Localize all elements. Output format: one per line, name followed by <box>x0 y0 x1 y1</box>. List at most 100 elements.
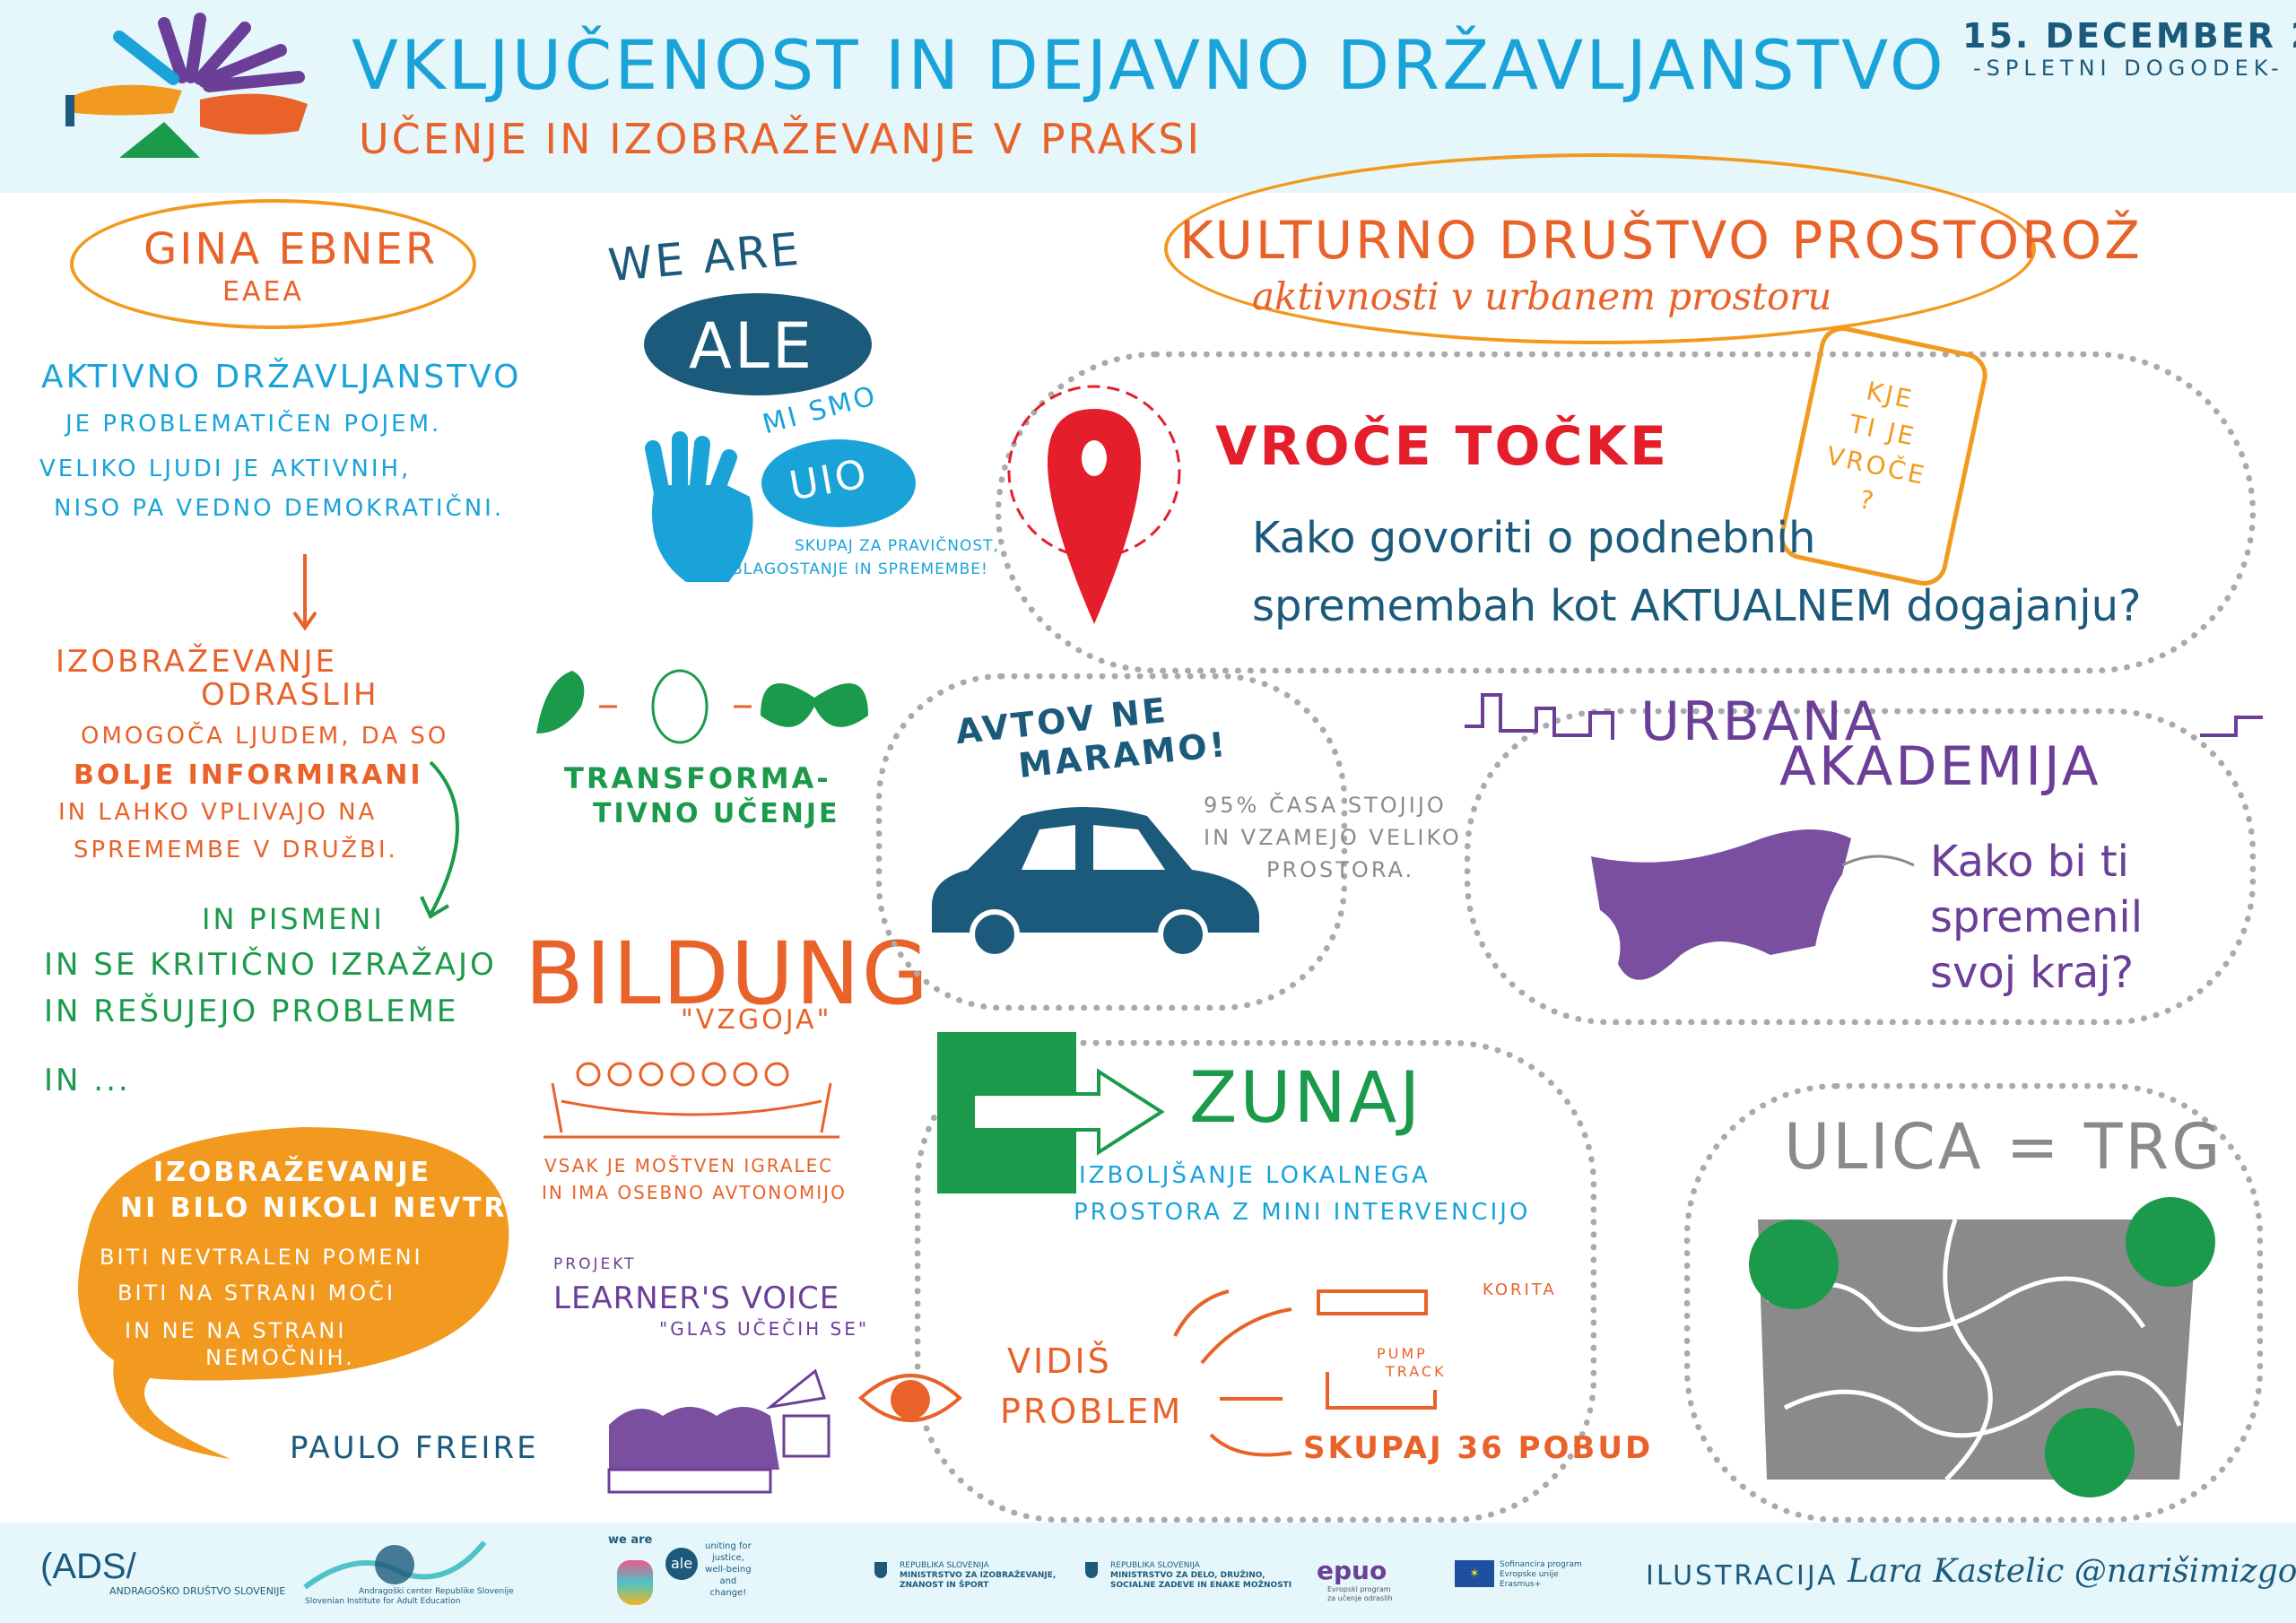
adult-ed-heading: IZOBRAŽEVANJE <box>56 644 337 680</box>
pobude-label: SKUPAJ 36 POBUD <box>1303 1430 1654 1466</box>
slogan-line: SKUPAJ ZA PRAVIČNOST, <box>795 537 999 555</box>
speaker-oval <box>70 199 476 329</box>
quote-author: PAULO FREIRE <box>290 1430 539 1466</box>
header-band <box>0 0 2296 193</box>
team-crowd-icon <box>544 1062 839 1139</box>
illustration-label: ILUSTRACIJA <box>1646 1560 1839 1592</box>
slogan-line: and <box>719 1576 737 1586</box>
hands-logo-icon <box>65 13 308 158</box>
epuo-line: Evropski program <box>1327 1585 1391 1593</box>
caterpillar-butterfly-icon <box>536 669 868 744</box>
slogan-line: uniting for <box>705 1541 752 1551</box>
text-line: IN ... <box>44 1063 131 1098</box>
question-line: svoj kraj? <box>1930 948 2135 998</box>
ale-bubble <box>644 293 872 395</box>
eye-icon <box>858 1374 962 1422</box>
vidis-label: VIDIŠ <box>1007 1341 1112 1381</box>
hot-spots-title: VROČE TOČKE <box>1215 415 1669 478</box>
transformative-label: TRANSFORMA- <box>564 761 831 795</box>
team-text: IN IMA OSEBNO AVTONOMIJO <box>542 1182 847 1203</box>
slogan-line: change! <box>709 1588 747 1598</box>
acs-line: Slovenian Institute for Adult Education <box>305 1597 461 1606</box>
bildung-label: BILDUNG <box>525 924 931 1024</box>
question-line: spremenil <box>1930 892 2144 942</box>
adult-ed-heading-2: ODRASLIH <box>201 677 379 713</box>
skyline-icon <box>1465 693 2263 740</box>
ale-label: ALE <box>689 309 815 383</box>
slogan-line: BLAGOSTANJE IN SPREMEMBE! <box>732 560 988 578</box>
ads-logo: (ADS/ <box>40 1547 136 1586</box>
hand-logo-icon <box>617 1560 653 1605</box>
text-line: BOLJE INFORMIRANI <box>74 759 423 791</box>
learners-crowd-icon <box>607 1368 831 1494</box>
mizs-line: MINISTRSTVO ZA IZOBRAŽEVANJE, <box>900 1571 1057 1580</box>
text-line: JE PROBLEMATIČEN POJEM. <box>65 411 442 438</box>
text-line: OMOGOČA LJUDEM, DA SO <box>81 723 449 750</box>
cloud-ulica <box>1684 1083 2263 1523</box>
zunaj-text: IZBOLJŠANJE LOKALNEGA <box>1079 1162 1431 1189</box>
epuo-line: za učenje odraslih <box>1327 1594 1393 1602</box>
epuo-logo: epuo <box>1317 1556 1387 1585</box>
active-citizenship-heading: AKTIVNO DRŽAVLJANSTVO <box>41 359 522 395</box>
zunaj-text: PROSTORA Z MINI INTERVENCIJO <box>1074 1199 1531 1226</box>
event-date: 15. DECEMBER 2021 <box>1962 16 2296 56</box>
mddsz-line: SOCIALNE ZADEVE IN ENAKE MOŽNOSTI <box>1110 1581 1292 1590</box>
uio-bubble <box>761 439 916 527</box>
arrow-right-icon <box>971 1068 1165 1156</box>
urbana-title-2: AKADEMIJA <box>1779 735 2101 798</box>
curved-arrow-icon <box>420 760 459 919</box>
problem-label: PROBLEM <box>1000 1392 1184 1431</box>
slogan: SKUPAJ ZA PRAVIČNOST, BLAGOSTANJE IN SPRE… <box>732 534 999 581</box>
ads-name: ANDRAGOŠKO DRUŠTVO SLOVENIJE <box>109 1585 286 1597</box>
ulica-title: ULICA = TRG <box>1784 1110 2223 1184</box>
quote-line: BITI NA STRANI MOČI <box>117 1280 396 1306</box>
cloud-cars <box>876 673 1347 1011</box>
cloud-urbana <box>1465 708 2256 1025</box>
team-text: VSAK JE MOŠTVEN IGRALEC <box>544 1155 834 1176</box>
korita-label: KORITA <box>1483 1280 1557 1299</box>
prostoroz-oval <box>1164 153 2036 344</box>
quote-line: NEMOČNIH. <box>205 1345 355 1370</box>
mizs-line: REPUBLIKA SLOVENIJA <box>900 1561 989 1570</box>
ale-footer-logo: ale <box>665 1548 698 1580</box>
slogan-line: justice, <box>711 1553 744 1563</box>
vzgoja-label: "VZGOJA" <box>681 1004 832 1036</box>
hand-icon <box>645 431 753 582</box>
projekt-label: PROJEKT <box>553 1255 637 1273</box>
hot-question: spremembah kot AKTUALNEM dogajanju? <box>1252 581 2142 631</box>
mddsz-line: REPUBLIKA SLOVENIJA <box>1110 1561 1200 1570</box>
text-line: VELIKO LJUDI JE AKTIVNIH, <box>39 456 412 482</box>
cloud-hot-spots <box>996 352 2256 673</box>
eu-line: Sofinancira program <box>1500 1560 1582 1569</box>
acs-wave-logo <box>303 1541 487 1590</box>
illustrator-credit: Lara Kastelic @narišimizgodbo <box>1848 1553 2296 1590</box>
eu-flag-icon: ✶ <box>1455 1560 1494 1587</box>
location-pin-icon <box>1007 385 1181 624</box>
text-line: SPREMEMBE V DRUŽBI. <box>74 837 398 864</box>
page-subtitle: UČENJE IN IZOBRAŽEVANJE V PRAKSI <box>359 115 1203 163</box>
transformative-label-2: TIVNO UČENJE <box>593 798 840 829</box>
quote-line: BITI NEVTRALEN POMENI <box>100 1245 423 1270</box>
eu-line: Evropske unije <box>1500 1570 1559 1579</box>
street-map-icon <box>1749 1197 2215 1497</box>
quote-line: NI BILO NIKOLI NEVTRALNO. <box>120 1193 614 1224</box>
page-title: VKLJUČENOST IN DEJAVNO DRŽAVLJANSTVO <box>352 25 1946 105</box>
text-line: IN SE KRITIČNO IZRAŽAJO <box>44 947 497 983</box>
speech-blob <box>78 1127 509 1459</box>
car-icon <box>932 807 1259 959</box>
eu-line: Erasmus+ <box>1500 1580 1542 1589</box>
prostoroz-subtitle: aktivnosti v urbanem prostoru <box>1252 274 1832 318</box>
event-type: -SPLETNI DOGODEK- <box>1973 56 2284 81</box>
mddsz-line: MINISTRSTVO ZA DELO, DRUŽINO, <box>1110 1571 1265 1580</box>
map-blob-icon <box>1591 829 1915 980</box>
zunaj-title: ZUNAJ <box>1189 1058 1423 1139</box>
weare-label: we are <box>608 1533 653 1547</box>
note-line: 95% ČASA STOJIJO <box>1204 793 1447 818</box>
hot-question: Kako govoriti o podnebnih <box>1252 513 1816 563</box>
